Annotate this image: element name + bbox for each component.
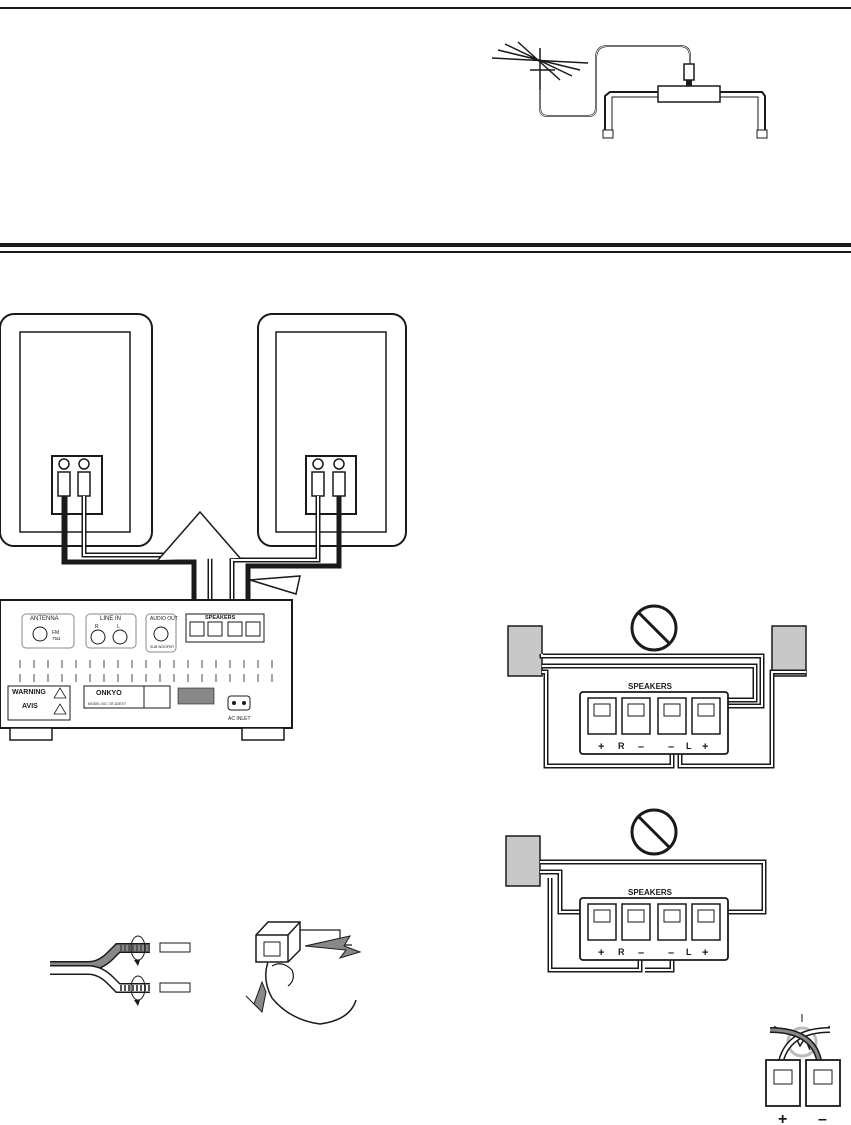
panel-terminal-r-plus[interactable] [189, 621, 205, 637]
wrong2-terminal-r-minus: – [638, 947, 644, 959]
brand-logo: ONKYO [96, 690, 122, 697]
warning-label: WARNING [12, 689, 46, 696]
wrong2-speakers-label: SPEAKERS [628, 888, 673, 897]
section-rule-thin [0, 251, 851, 253]
antenna-cable-inner [539, 45, 691, 117]
antenna-label: ANTENNA [30, 616, 59, 622]
right-speaker [257, 313, 407, 547]
ac-inlet-label: AC INLET [228, 716, 251, 722]
fm-impedance: 75Ω [52, 636, 61, 641]
line-in-label: LINE IN [100, 616, 121, 622]
speaker-box-right [771, 625, 807, 677]
prohibited-icon [630, 604, 678, 652]
callout-pointer-1 [157, 510, 241, 561]
wrong1-terminal-r-plus: + [598, 741, 604, 753]
wrong1-terminal-r: R [618, 741, 625, 751]
panel-terminal-l-minus[interactable] [227, 621, 243, 637]
callout-pointer-2 [249, 575, 301, 595]
wrong2-terminal-l: L [686, 947, 692, 957]
model-label: MODEL NO. CR-D2EXT [88, 702, 127, 706]
line-in-l-label: L [117, 624, 120, 630]
wrong1-terminal-r-minus: – [638, 741, 644, 753]
antenna-connector [683, 63, 695, 86]
speaker-box-left [507, 625, 543, 677]
short-terminal-minus-label: – [818, 1111, 827, 1125]
ac-inlet[interactable] [227, 695, 251, 711]
outdoor-antenna-icon [491, 41, 589, 90]
terminal-plus [765, 1059, 801, 1107]
prohibited-icon-2 [630, 808, 678, 856]
wrong2-terminal-l-plus: + [702, 947, 708, 959]
right-speaker-cables [229, 496, 342, 620]
receiver-rear-panel: ANTENNA FM 75Ω LINE IN R L AUDIO OUT SUB… [0, 599, 293, 741]
stripped-wire-icon [50, 935, 191, 1006]
panel-speakers-label: SPEAKERS [205, 615, 236, 621]
wrong2-terminals [587, 903, 721, 941]
wrong1-terminals [587, 697, 721, 735]
panel-terminal-r-minus[interactable] [207, 621, 223, 637]
fm-antenna-jack[interactable] [32, 626, 48, 642]
terminal-insertion-icon [245, 921, 362, 1025]
wrong1-terminal-l: L [686, 741, 692, 751]
sub-label: SUB WOOFER [150, 645, 174, 649]
short-terminal-plus-label: + [778, 1111, 787, 1125]
wrong2-terminal-r: R [618, 947, 625, 957]
wrong2-terminal-l-minus: – [668, 947, 674, 959]
panel-terminal-l-plus[interactable] [245, 621, 261, 637]
line-in-l-jack[interactable] [112, 629, 128, 645]
wrong1-speakers-label: SPEAKERS [628, 682, 673, 691]
wrong2-terminal-r-plus: + [598, 947, 604, 959]
left-speaker-cables [61, 496, 213, 620]
line-in-r-jack[interactable] [90, 629, 106, 645]
fm-label: FM [52, 630, 59, 636]
wrong1-terminal-l-minus: – [668, 741, 674, 753]
wrong1-terminal-l-plus: + [702, 741, 708, 753]
left-speaker [0, 313, 153, 547]
section-rule [0, 243, 851, 247]
avis-label: AVIS [22, 703, 38, 710]
speaker-box-single [505, 835, 541, 887]
matching-transformer [602, 85, 768, 139]
audio-out-jack[interactable] [153, 626, 169, 642]
audio-out-label: AUDIO OUT [150, 616, 178, 622]
top-rule [0, 7, 851, 9]
line-in-r-label: R [95, 624, 99, 630]
